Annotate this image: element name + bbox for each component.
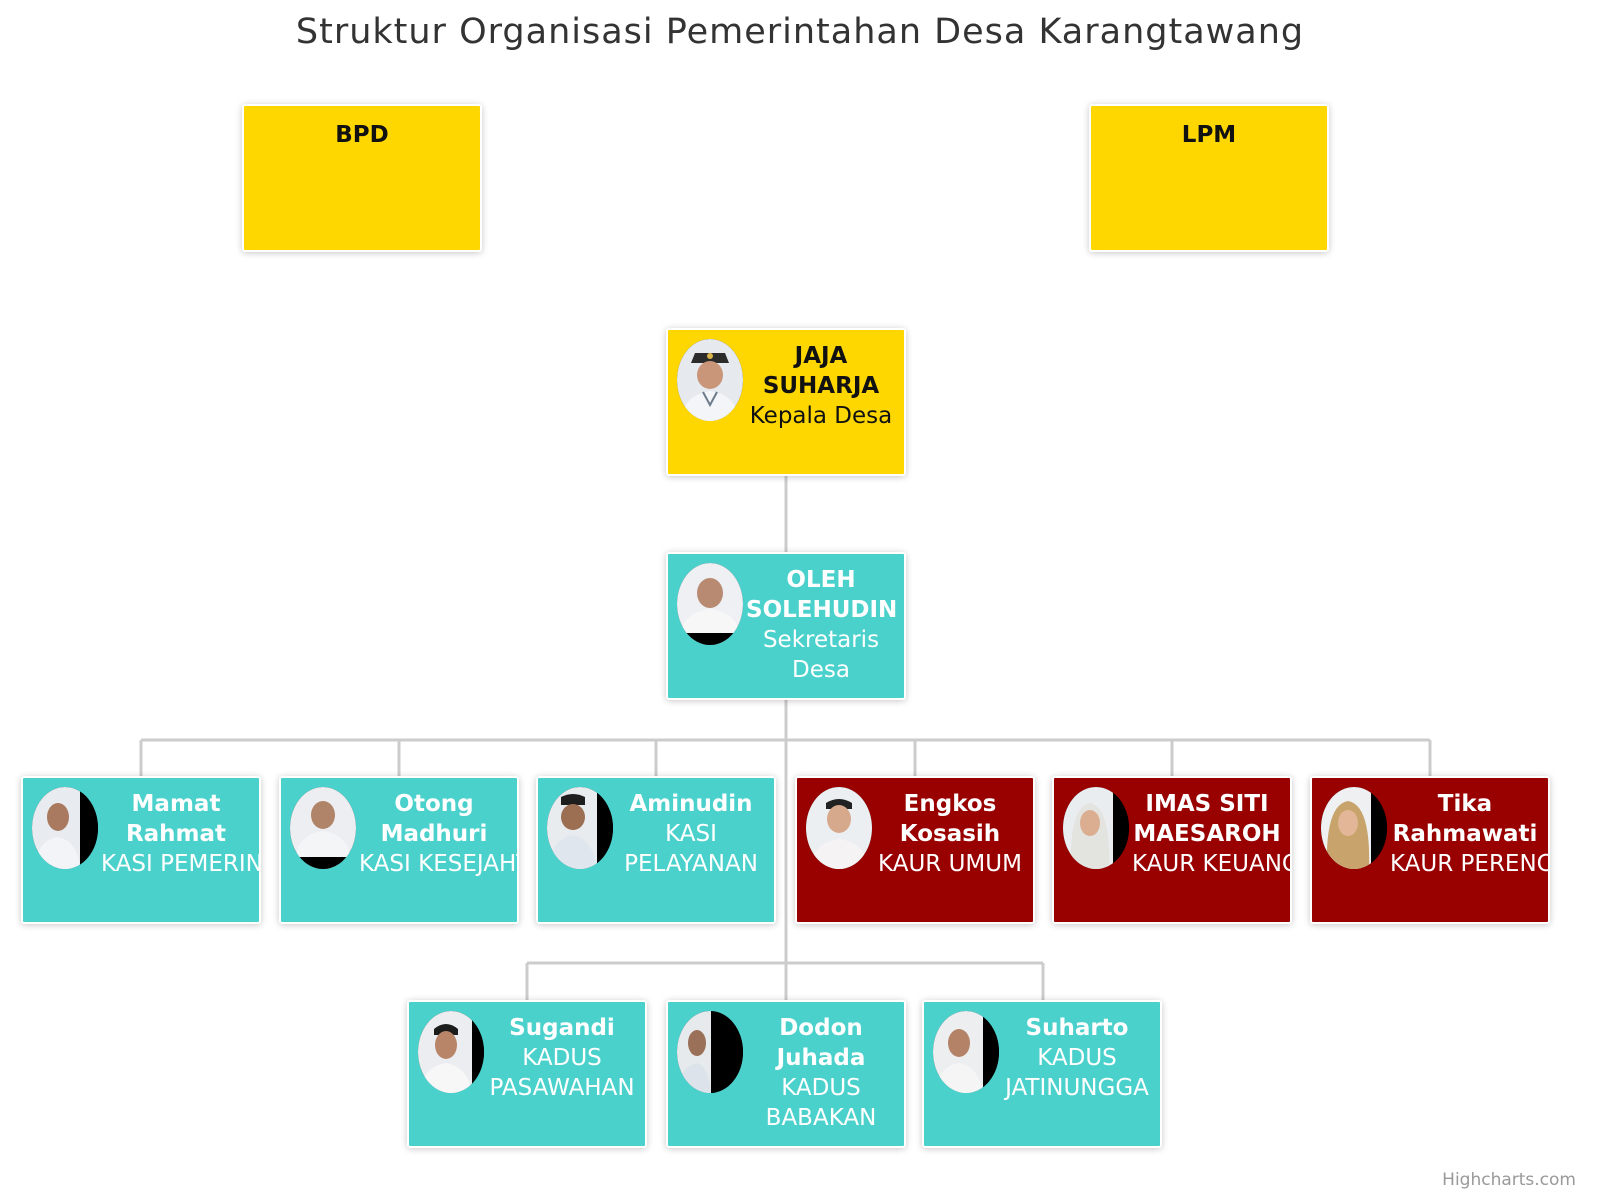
node-text: Otong Madhuri KASI KESEJAHTER — [359, 789, 517, 879]
node-kasi-pemerintahan[interactable]: Mamat Rahmat KASI PEMERINTAH — [21, 776, 261, 924]
node-text: Aminudin KASI PELAYANAN — [616, 789, 766, 879]
node-kaur-keuangan[interactable]: IMAS SITI MAESAROH KAUR KEUANGAN — [1052, 776, 1292, 924]
node-kadus-jatinunggal[interactable]: Suharto KADUS JATINUNGGA — [922, 1000, 1162, 1148]
node-sekretaris-desa[interactable]: OLEH SOLEHUDIN Sekretaris Desa — [666, 552, 906, 700]
node-label: BPD — [335, 122, 389, 148]
node-kaur-perencanaan[interactable]: Tika Rahmawati KAUR PERENCANA — [1310, 776, 1550, 924]
node-text: Tika Rahmawati KAUR PERENCANA — [1390, 789, 1550, 879]
node-text: IMAS SITI MAESAROH KAUR KEUANGAN — [1132, 789, 1290, 879]
node-bpd[interactable]: BPD — [242, 104, 482, 252]
person-photo — [677, 1011, 743, 1093]
node-label: LPM — [1181, 122, 1237, 148]
node-text: Suharto KADUS JATINUNGGA — [1002, 1013, 1152, 1103]
node-kepala-desa[interactable]: JAJA SUHARJA Kepala Desa — [666, 328, 906, 476]
chart-title: Struktur Organisasi Pemerintahan Desa Ka… — [295, 12, 1305, 52]
person-photo — [547, 787, 613, 869]
person-photo — [677, 563, 743, 645]
person-name: Dodon Juhada — [776, 1015, 866, 1071]
person-role: KAUR UMUM — [878, 851, 1022, 877]
node-text: JAJA SUHARJA Kepala Desa — [746, 341, 896, 431]
node-text: Mamat Rahmat KASI PEMERINTAH — [101, 789, 261, 879]
person-name: Otong Madhuri — [380, 791, 488, 847]
person-name: JAJA SUHARJA — [762, 343, 880, 399]
node-text: Engkos Kosasih KAUR UMUM — [875, 789, 1025, 879]
person-name: OLEH SOLEHUDIN — [746, 567, 898, 623]
person-photo — [1321, 787, 1387, 869]
person-name: Mamat Rahmat — [125, 791, 227, 847]
node-kaur-umum[interactable]: Engkos Kosasih KAUR UMUM — [795, 776, 1035, 924]
person-role: KADUS JATINUNGGA — [1005, 1045, 1149, 1101]
person-name: Aminudin — [629, 791, 753, 817]
node-lpm[interactable]: LPM — [1089, 104, 1329, 252]
person-photo — [677, 339, 743, 421]
person-role: KADUS PASAWAHAN — [489, 1045, 635, 1101]
person-role: KADUS BABAKAN — [765, 1075, 877, 1131]
node-kadus-pasawahan[interactable]: Sugandi KADUS PASAWAHAN — [407, 1000, 647, 1148]
person-name: Suharto — [1025, 1015, 1129, 1041]
person-name: Engkos Kosasih — [899, 791, 1001, 847]
person-role: KAUR PERENCANA — [1390, 851, 1550, 877]
person-role: Sekretaris Desa — [762, 627, 880, 683]
person-role: KASI PELAYANAN — [624, 821, 758, 877]
person-role: Kepala Desa — [749, 403, 893, 429]
person-photo — [806, 787, 872, 869]
person-role: KASI PEMERINTAH — [101, 851, 261, 877]
person-role: KASI KESEJAHTER — [359, 851, 517, 877]
person-photo — [1063, 787, 1129, 869]
node-kasi-kesejahteraan[interactable]: Otong Madhuri KASI KESEJAHTER — [279, 776, 519, 924]
person-photo — [933, 1011, 999, 1093]
node-text: OLEH SOLEHUDIN Sekretaris Desa — [746, 565, 898, 685]
person-name: IMAS SITI MAESAROH — [1133, 791, 1281, 847]
person-photo — [418, 1011, 484, 1093]
node-text: Sugandi KADUS PASAWAHAN — [487, 1013, 637, 1103]
person-name: Tika Rahmawati — [1392, 791, 1538, 847]
credits-link[interactable]: Highcharts.com — [1442, 1170, 1576, 1190]
person-name: Sugandi — [509, 1015, 615, 1041]
node-text: Dodon Juhada KADUS BABAKAN — [746, 1013, 896, 1133]
person-role: KAUR KEUANGAN — [1132, 851, 1290, 877]
node-kasi-pelayanan[interactable]: Aminudin KASI PELAYANAN — [536, 776, 776, 924]
person-photo — [290, 787, 356, 869]
person-photo — [32, 787, 98, 869]
node-kadus-babakan[interactable]: Dodon Juhada KADUS BABAKAN — [666, 1000, 906, 1148]
